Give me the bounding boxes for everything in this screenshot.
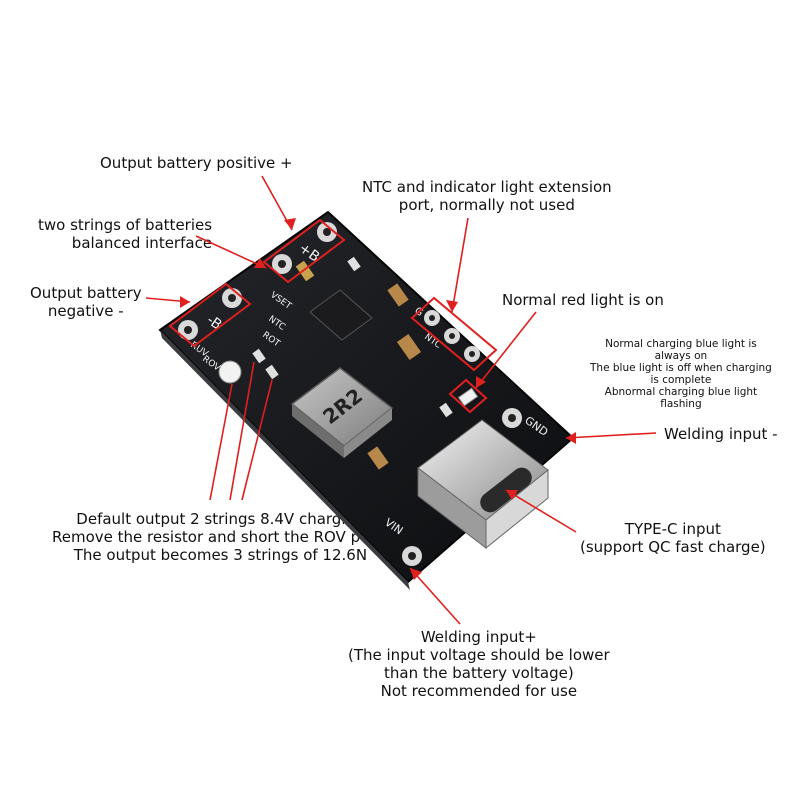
arrow-type-c — [506, 490, 518, 500]
status-led — [457, 387, 479, 407]
label-balance-line2: balanced interface — [71, 234, 213, 252]
pad-bplus — [317, 222, 337, 242]
pad-vin — [402, 546, 422, 566]
arrow-welding-pos — [410, 568, 422, 580]
arrow-ntc-port — [446, 300, 458, 312]
label-negative-line1: Output battery — [30, 284, 142, 302]
box-ntc-port — [410, 296, 498, 372]
smd-cap-2 — [387, 283, 409, 307]
smd-res-3 — [265, 364, 279, 380]
label-red-light: Normal red light is on — [502, 291, 664, 309]
blue-note-line2: always on — [654, 350, 708, 362]
smd-res-1 — [347, 256, 361, 272]
label-ntc-port: NTC and indicator light extension port, … — [362, 178, 612, 214]
label-welding-input-neg: Welding input - — [664, 425, 778, 443]
arrow-red-light — [476, 376, 486, 388]
blue-note-line6: flashing — [660, 398, 702, 410]
label-default-output: Default output 2 strings 8.4V charging R… — [52, 510, 389, 564]
rov-solder-point — [218, 360, 242, 384]
line-default-2 — [229, 361, 255, 501]
line-type-c — [505, 489, 577, 533]
arrow-balance — [254, 258, 266, 268]
label-battery-negative: Output battery negative - — [30, 284, 142, 320]
smd-res-2 — [252, 348, 266, 364]
pad-bminus-2 — [222, 288, 242, 308]
label-welding-input-pos: Welding input+ (The input voltage should… — [348, 628, 610, 700]
pad-bminus-1 — [178, 320, 198, 340]
welding-pos-line2: (The input voltage should be lower — [348, 646, 610, 664]
leader-lines — [145, 175, 657, 625]
arrow-battery-positive — [284, 218, 296, 230]
line-welding-neg — [565, 432, 657, 439]
blue-note-line5: Abnormal charging blue light — [604, 386, 758, 398]
pad-ntc-1 — [424, 310, 440, 326]
welding-pos-line1: Welding input+ — [420, 628, 537, 646]
line-ntc-port — [451, 217, 469, 313]
inductor-2r2 — [290, 367, 394, 458]
type-c-line1: TYPE-C input — [624, 520, 721, 538]
smd-cap-1 — [295, 260, 315, 282]
blue-note-line3: The blue light is off when charging — [590, 362, 772, 374]
label-ntc-line2: port, normally not used — [398, 196, 575, 214]
label-battery-positive: Output battery positive + — [100, 154, 293, 172]
arrow-negative — [180, 296, 190, 308]
label-ntc-line1: NTC and indicator light extension — [362, 178, 612, 196]
blue-note-line4: is complete — [650, 374, 712, 386]
label-type-c: TYPE-C input (support QC fast charge) — [580, 520, 766, 556]
pad-ntc-3 — [464, 346, 480, 362]
leader-arrowheads — [180, 218, 576, 580]
smd-res-4 — [439, 402, 453, 418]
smd-cap-3 — [396, 333, 422, 361]
line-default-1 — [209, 383, 233, 501]
pcb-edge — [160, 330, 410, 590]
pad-ntc-2 — [444, 328, 460, 344]
welding-pos-line3: than the battery voltage) — [384, 664, 574, 682]
label-blue-light-notes: Normal charging blue light is always on … — [590, 338, 772, 410]
ic-chip — [309, 289, 373, 341]
pad-balance — [272, 254, 292, 274]
box-led — [448, 378, 488, 414]
blue-note-line1: Normal charging blue light is — [605, 338, 757, 350]
line-default-3 — [241, 379, 273, 501]
label-balance-interface: two strings of batteries balanced interf… — [38, 216, 212, 252]
pad-gnd — [502, 408, 522, 428]
line-balance — [195, 235, 267, 269]
line-welding-pos — [409, 567, 461, 625]
callout-boxes — [168, 218, 498, 414]
label-negative-line2: negative - — [47, 302, 124, 320]
box-bplus — [262, 218, 346, 284]
default-output-line2: Remove the resistor and short the ROV po… — [52, 528, 389, 546]
line-red-light — [475, 311, 537, 389]
box-bminus — [168, 282, 252, 348]
smd-cap-4 — [367, 446, 389, 470]
label-balance-line1: two strings of batteries — [38, 216, 213, 234]
welding-pos-line4: Not recommended for use — [380, 682, 578, 700]
type-c-line2: (support QC fast charge) — [580, 538, 766, 556]
default-output-line3: The output becomes 3 strings of 12.6N — [73, 546, 368, 564]
arrow-welding-neg — [566, 432, 576, 444]
default-output-line1: Default output 2 strings 8.4V charging — [76, 510, 365, 528]
